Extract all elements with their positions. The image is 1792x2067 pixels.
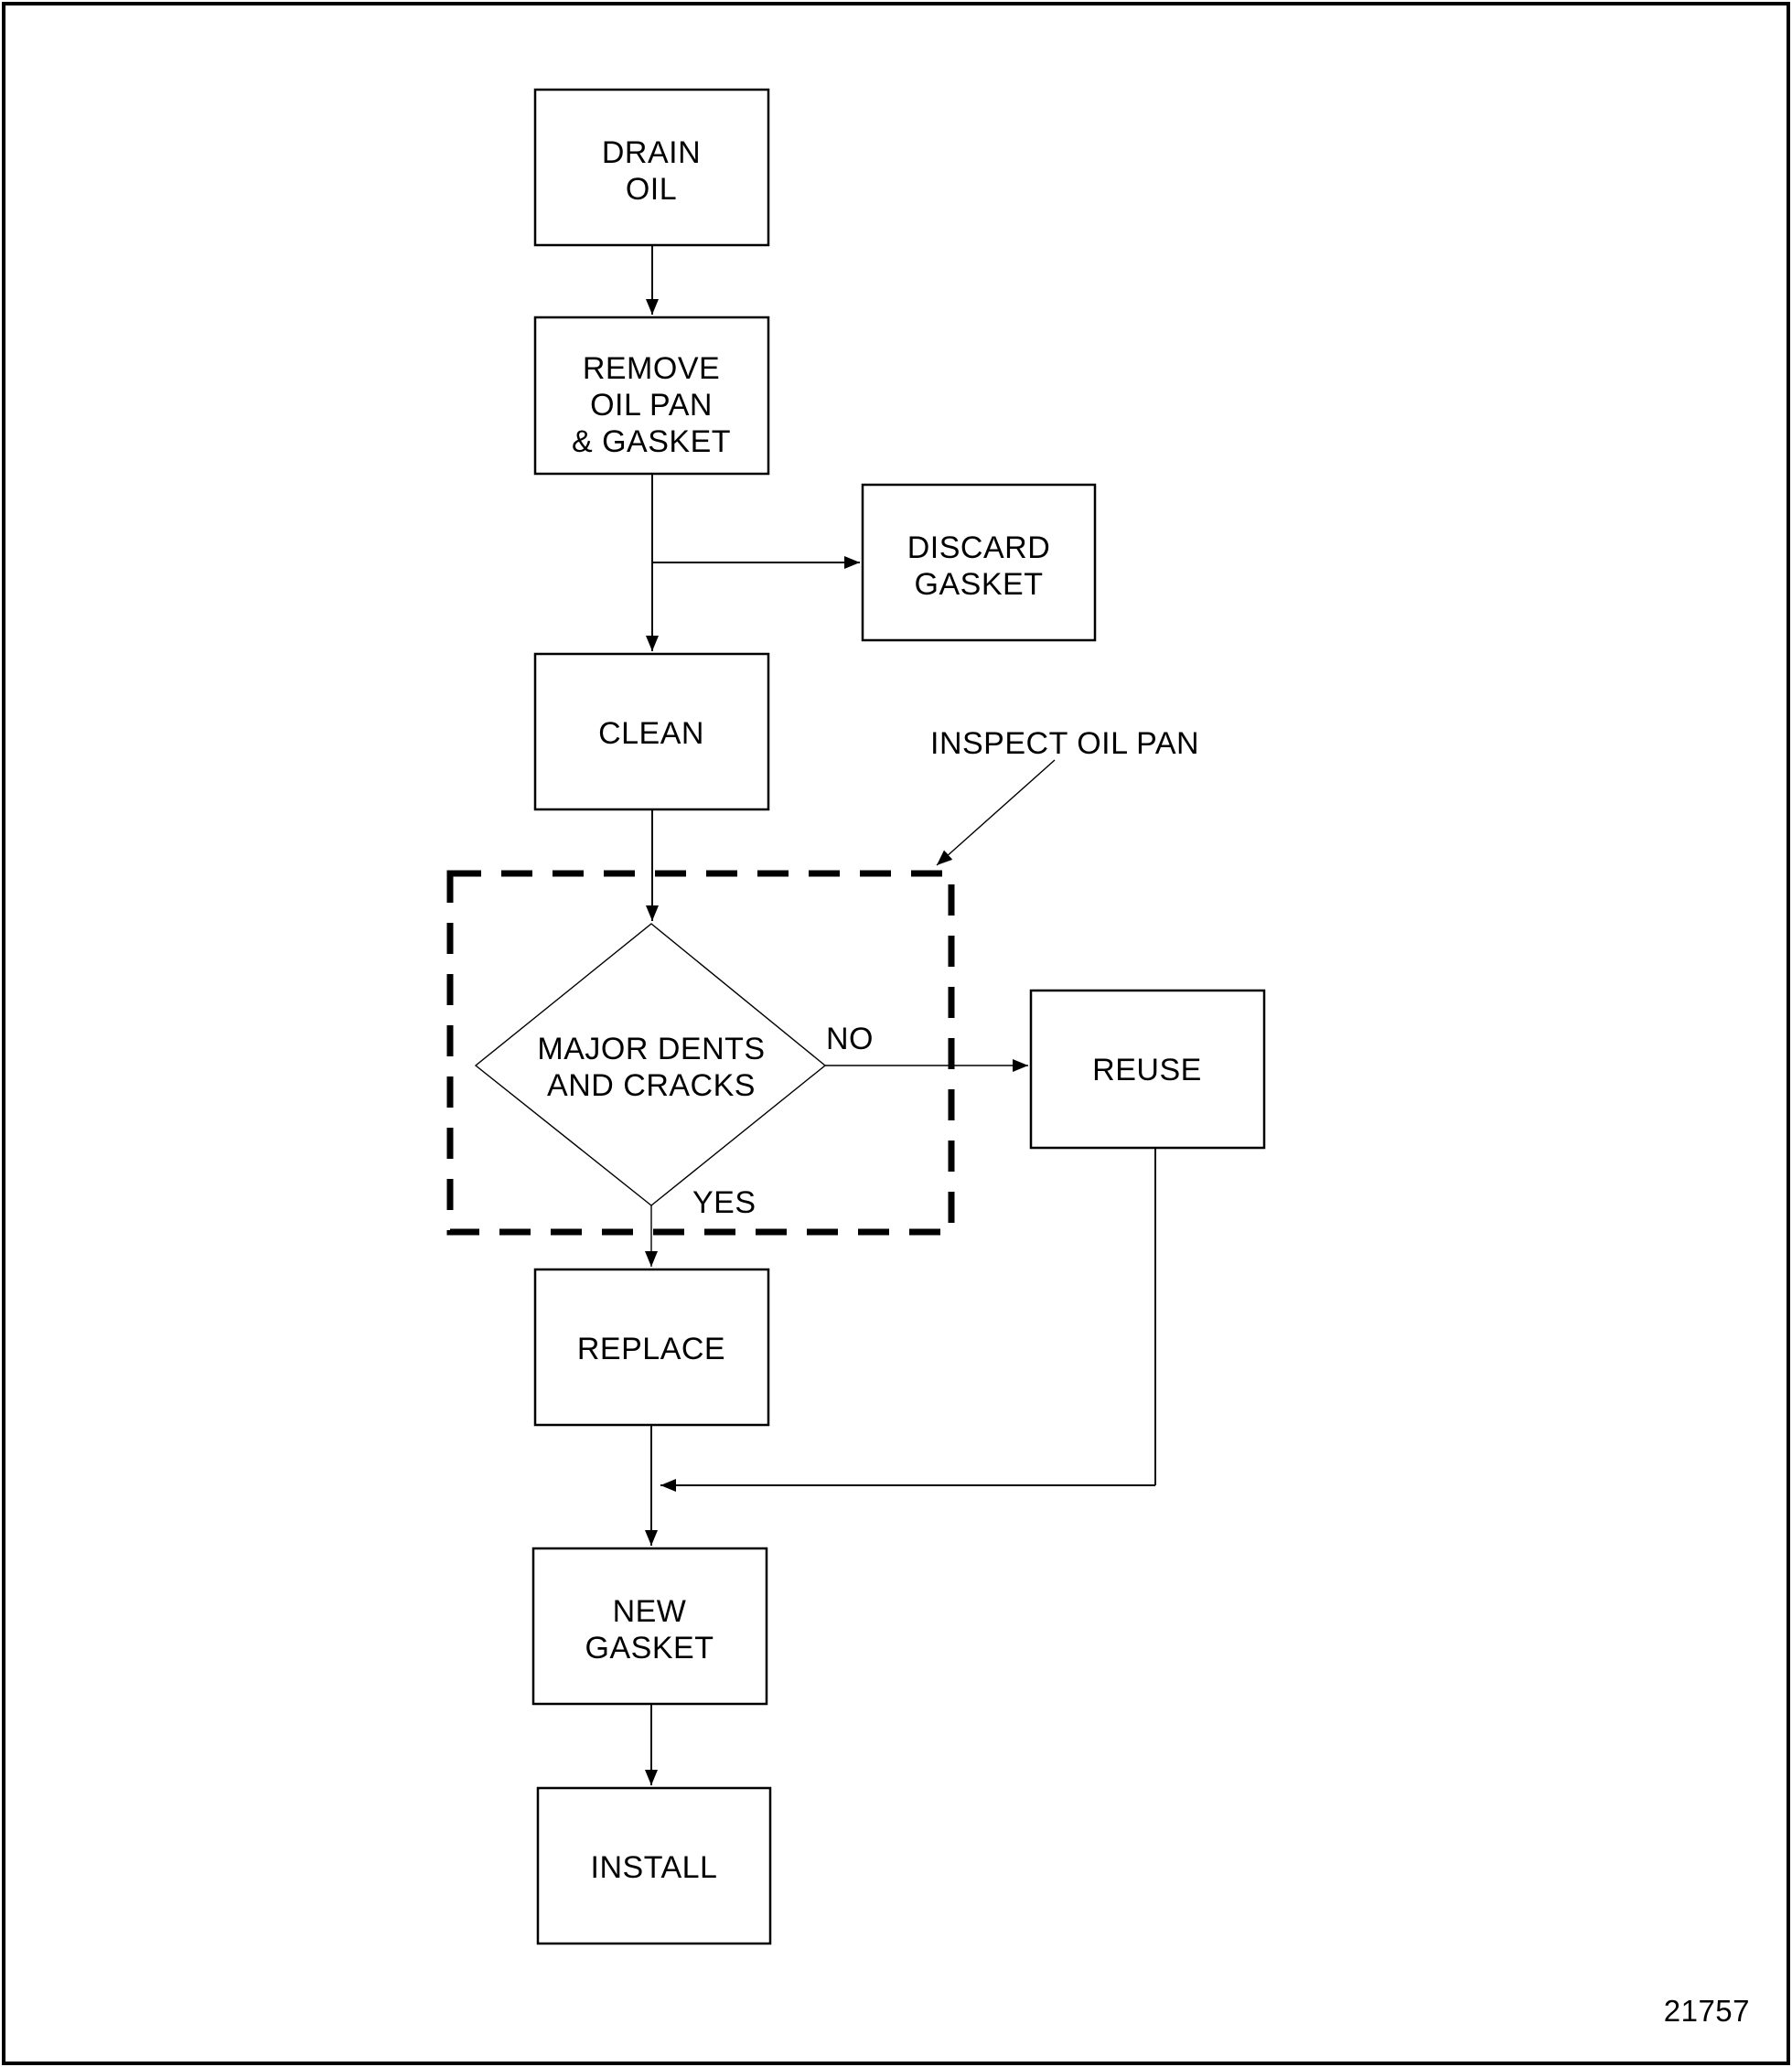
node-decision-label-line2: AND CRACKS xyxy=(547,1068,756,1103)
node-clean-label: CLEAN xyxy=(598,716,704,751)
node-drain-oil xyxy=(533,88,770,247)
node-remove-label-line2: OIL PAN xyxy=(590,388,713,423)
node-drain-oil-label-line1: DRAIN xyxy=(602,135,701,170)
node-reuse-label: REUSE xyxy=(1092,1053,1202,1087)
node-decision-label-line1: MAJOR DENTS xyxy=(537,1032,765,1066)
node-remove-label-line1: REMOVE xyxy=(583,351,720,386)
node-new-gasket xyxy=(531,1547,768,1706)
node-new-gasket-label-line2: GASKET xyxy=(585,1631,714,1665)
node-reuse xyxy=(1029,989,1266,1150)
node-clean xyxy=(533,652,770,811)
node-discard-label-line2: GASKET xyxy=(915,567,1044,602)
node-remove-oil-pan xyxy=(533,316,770,476)
inspect-oil-pan-label: INSPECT OIL PAN xyxy=(930,726,1199,761)
node-install xyxy=(536,1786,772,1945)
edge-label-yes: YES xyxy=(692,1185,757,1220)
node-decision-major-dents xyxy=(474,923,827,1206)
node-replace-label: REPLACE xyxy=(577,1332,725,1366)
edge-label-no: NO xyxy=(826,1022,874,1056)
node-install-label: INSTALL xyxy=(591,1850,718,1885)
node-discard-label-line1: DISCARD xyxy=(907,530,1051,565)
figure-number: 21757 xyxy=(1664,1994,1750,2028)
node-discard-gasket xyxy=(861,483,1097,642)
node-remove-label-line3: & GASKET xyxy=(572,424,731,459)
edge-inspect-annotation xyxy=(936,759,1056,866)
node-drain-oil-label-line2: OIL xyxy=(626,172,677,207)
node-new-gasket-label-line1: NEW xyxy=(613,1594,687,1629)
node-replace xyxy=(533,1268,770,1427)
inspect-region-dashed-box xyxy=(446,870,955,1236)
